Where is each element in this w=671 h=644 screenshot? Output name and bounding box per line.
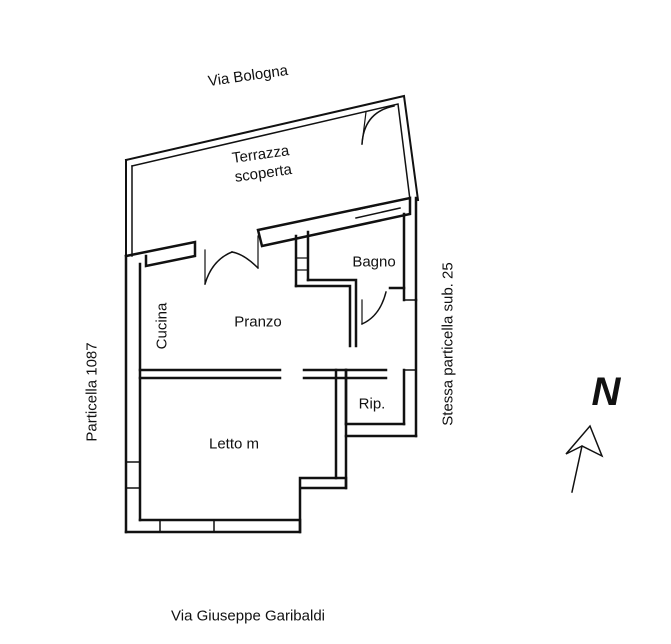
north-wall-west <box>124 240 197 268</box>
bedroom-east-wall <box>334 368 348 490</box>
north-wall-east <box>256 196 412 248</box>
north-window <box>355 199 401 219</box>
terrace-outline-inner <box>131 103 411 201</box>
bathroom-door-swing <box>361 291 387 325</box>
east-wall-upper <box>402 196 418 302</box>
west-window <box>125 461 141 489</box>
room-pranzo: Pranzo <box>234 313 282 331</box>
bathroom-west-window <box>295 257 309 271</box>
compass-north-label: N <box>591 370 621 414</box>
room-ripostiglio: Rip. <box>358 395 386 413</box>
bathroom-south-wall <box>294 278 358 348</box>
dining-door-swing-left <box>204 251 233 285</box>
dining-door-swing-right <box>231 251 260 270</box>
room-cucina: Cucina <box>153 302 171 350</box>
street-via-garibaldi: Via Giuseppe Garibaldi <box>171 607 325 625</box>
storage-south-wall <box>344 422 418 438</box>
west-wall <box>124 254 142 534</box>
label-particella-1087: Particella 1087 <box>83 342 101 442</box>
east-window <box>403 299 417 371</box>
bathroom-west-wall <box>294 230 310 288</box>
room-bagno: Bagno <box>352 253 396 271</box>
compass-arrow <box>565 424 604 493</box>
label-stessa-particella: Stessa particella sub. 25 <box>439 262 457 426</box>
room-letto: Letto m <box>208 435 260 453</box>
terrace-door-leaf <box>361 111 367 145</box>
divider-wall-west <box>138 368 282 380</box>
room-terrazza: Terrazza scoperta <box>231 142 293 186</box>
south-wall <box>124 518 302 534</box>
bedroom-east-step <box>298 476 348 534</box>
terrace-outline-outer <box>124 94 420 202</box>
south-window <box>159 519 215 533</box>
east-wall-lower <box>402 298 418 438</box>
